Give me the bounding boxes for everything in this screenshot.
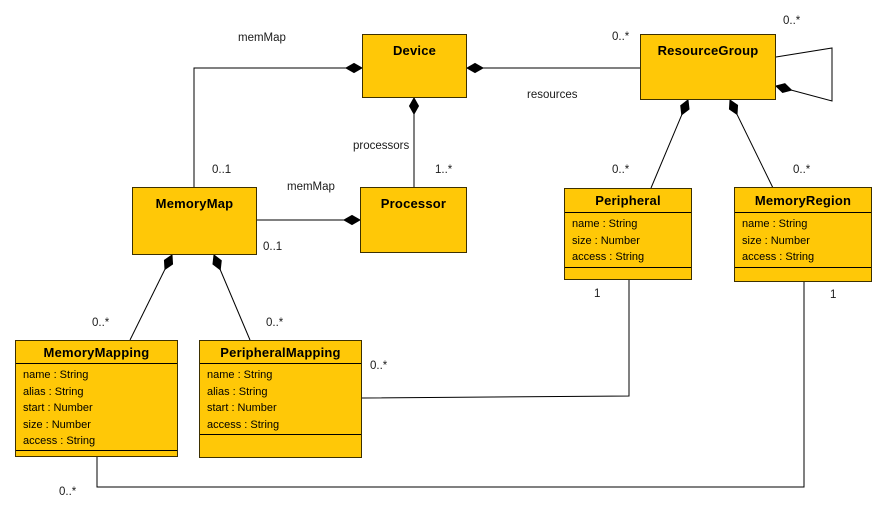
role-label-memmap-mid: memMap bbox=[287, 181, 335, 193]
class-device[interactable]: Device bbox=[362, 34, 467, 98]
attribute: size : Number bbox=[572, 234, 640, 247]
class-title: MemoryMap bbox=[155, 196, 234, 211]
class-attributes: name : String alias : String start : Num… bbox=[200, 364, 361, 434]
class-title: MemoryRegion bbox=[735, 188, 871, 213]
edge-peripheralmapping-peripheral bbox=[361, 280, 630, 399]
attribute: access : String bbox=[742, 251, 815, 263]
edge-memorymapping-memoryregion bbox=[96, 282, 805, 488]
composition-diamond bbox=[344, 62, 364, 74]
class-operations bbox=[200, 434, 361, 457]
attribute: name : String bbox=[572, 218, 638, 230]
attribute: alias : String bbox=[207, 385, 268, 398]
multiplicity-label: 1 bbox=[830, 289, 837, 301]
attribute: start : Number bbox=[23, 402, 93, 414]
role-label-resources: resources bbox=[527, 89, 578, 101]
class-operations bbox=[735, 267, 871, 281]
composition-diamond bbox=[212, 254, 222, 271]
attribute: size : Number bbox=[742, 234, 810, 247]
attribute: alias : String bbox=[23, 385, 84, 398]
multiplicity-label: 0..* bbox=[266, 317, 284, 329]
class-title: Processor bbox=[380, 196, 447, 211]
edge-device-memorymap bbox=[193, 67, 362, 187]
multiplicity-label: 0..* bbox=[92, 317, 110, 329]
composition-diamond bbox=[342, 214, 362, 226]
multiplicity-label: 0..* bbox=[612, 31, 630, 43]
multiplicity-label: 0..* bbox=[783, 15, 801, 27]
attribute: access : String bbox=[572, 251, 645, 263]
class-memorymap[interactable]: MemoryMap bbox=[132, 187, 257, 255]
class-title: MemoryMapping bbox=[16, 341, 177, 364]
attribute: size : Number bbox=[23, 418, 91, 431]
attribute: name : String bbox=[742, 218, 808, 230]
multiplicity-label: 0..* bbox=[370, 360, 388, 372]
attribute: access : String bbox=[207, 418, 280, 431]
class-title: Device bbox=[392, 43, 437, 58]
class-title: Peripheral bbox=[565, 189, 691, 213]
class-memoryregion[interactable]: MemoryRegion name : String size : Number… bbox=[734, 187, 872, 282]
class-title: ResourceGroup bbox=[657, 43, 759, 58]
composition-diamond bbox=[408, 96, 420, 116]
attribute: start : Number bbox=[207, 402, 277, 414]
multiplicity-label: 0..* bbox=[793, 164, 811, 176]
class-peripheral[interactable]: Peripheral name : String size : Number a… bbox=[564, 188, 692, 280]
multiplicity-label: 1..* bbox=[435, 164, 453, 176]
composition-diamond bbox=[775, 83, 793, 93]
class-title: PeripheralMapping bbox=[200, 341, 361, 364]
class-operations bbox=[16, 449, 177, 460]
attribute: access : String bbox=[23, 435, 96, 447]
role-label-memmap: memMap bbox=[238, 32, 286, 44]
attribute: name : String bbox=[207, 369, 273, 381]
multiplicity-label: 1 bbox=[594, 288, 601, 300]
class-peripheralmapping[interactable]: PeripheralMapping name : String alias : … bbox=[199, 340, 362, 458]
multiplicity-label: 0..1 bbox=[263, 241, 283, 253]
class-resourcegroup[interactable]: ResourceGroup bbox=[640, 34, 776, 100]
class-attributes: name : String size : Number access : Str… bbox=[565, 213, 691, 267]
class-operations bbox=[565, 267, 691, 279]
attribute: name : String bbox=[23, 369, 89, 381]
class-memorymapping[interactable]: MemoryMapping name : String alias : Stri… bbox=[15, 340, 178, 457]
multiplicity-label: 0..1 bbox=[212, 164, 232, 176]
class-attributes: name : String size : Number access : Str… bbox=[735, 213, 871, 267]
role-label-processors: processors bbox=[353, 140, 410, 152]
composition-diamond bbox=[728, 99, 739, 116]
composition-diamond bbox=[163, 254, 174, 271]
composition-diamond bbox=[465, 62, 485, 74]
multiplicity-label: 0..* bbox=[59, 486, 77, 498]
multiplicity-label: 0..* bbox=[612, 164, 630, 176]
edge-resourcegroup-self bbox=[775, 47, 833, 102]
composition-diamond bbox=[680, 99, 690, 116]
class-attributes: name : String alias : String start : Num… bbox=[16, 364, 177, 450]
class-processor[interactable]: Processor bbox=[360, 187, 467, 253]
